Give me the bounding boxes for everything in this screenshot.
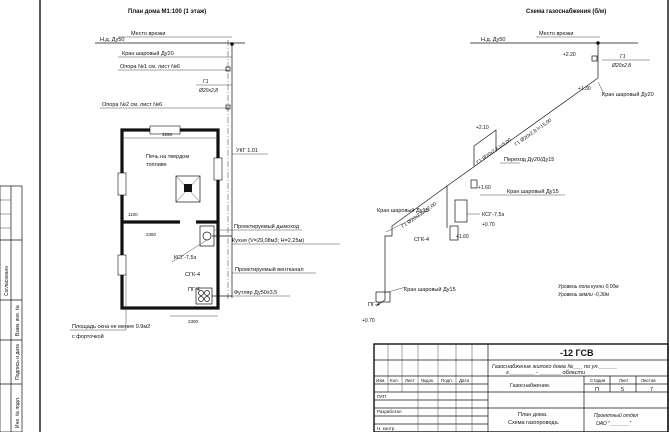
- scheme-elev-130: +1.30: [578, 86, 591, 92]
- stove-flue: [184, 184, 192, 192]
- tb-project: Газоснабжение жилого дома №___ по ул.___…: [492, 364, 617, 370]
- stove-label1: Печь на твердом: [146, 154, 189, 160]
- plan-window-note1: Площадь окна не менее 0.9м2: [72, 324, 150, 330]
- window-left: [117, 172, 127, 196]
- scheme-gas-main: Н.д. Ду50: [481, 37, 505, 43]
- scheme-ground-level: Уровень земли -0,30м: [558, 292, 610, 298]
- scheme-title: Схема газоснабжения (б/м): [526, 8, 606, 15]
- plan-support2: Опора №2 см. лист №6: [102, 102, 162, 108]
- scheme-cut-point: Место врезки: [539, 31, 573, 37]
- tb-stage: П: [595, 387, 599, 393]
- side-agreed: Согласовано: [4, 266, 10, 296]
- tb-sheets-label: Листов: [641, 378, 656, 383]
- plan-support1-mark: [225, 66, 231, 72]
- tb-gip: ГИП: [377, 394, 386, 399]
- scheme-sgk-unit: [449, 225, 459, 241]
- plan-gas-main-label: Н.д. Ду50: [100, 37, 124, 43]
- scheme-elev-220: +2.20: [563, 52, 576, 58]
- tb-col-izm: Изм.: [376, 378, 386, 383]
- plan-title: План дома М1:100 (1 этаж): [128, 9, 206, 15]
- dim-mid: 2350: [146, 232, 157, 237]
- plan-kcg: КСГ-7,5з: [174, 255, 197, 261]
- tb-col-sign: Подп.: [441, 378, 453, 383]
- house-plan: План дома М1:100 (1 этаж) Н.д. Ду50 Мест…: [70, 9, 340, 340]
- side-inv-orig: Инв. № подл.: [15, 397, 21, 428]
- scheme-pipe-size: Ø20х2,8: [611, 63, 631, 69]
- plan-cut-point-marker: [230, 42, 234, 46]
- plan-kitchen: Кухня (V=29,08м3; H=2,25м): [232, 238, 304, 244]
- scheme-pipe-long: Г1 Ø20х2,8 l=15,00: [514, 118, 553, 148]
- scheme-valve15-d: Кран шаровый Ду15: [404, 286, 456, 293]
- tb-sheet-name1: План дома.: [518, 412, 548, 418]
- tb-col-doc: №док.: [421, 378, 434, 383]
- scheme-transition: Переход Ду20/Ду15: [504, 157, 554, 163]
- scheme-valve15-c-left: Кран шаровый Ду15: [377, 207, 429, 214]
- tb-project2: г.________ - _______ области: [506, 370, 585, 376]
- scheme-sgk: СГК-4: [414, 237, 429, 243]
- scheme-pg: ПГ-4: [368, 302, 380, 308]
- dim-top: 3250: [162, 132, 173, 137]
- scheme-valve-top: [591, 55, 598, 62]
- plan-sleeve: Футляр Ду50х3,5: [234, 290, 277, 296]
- scheme-main-pipe: [446, 43, 599, 228]
- scheme-elev-210: +2.10: [476, 125, 489, 131]
- stove-label2: топливе: [146, 162, 167, 168]
- plan-window-note2: с форточкой: [72, 333, 104, 340]
- tb-col-kol: Кол.: [390, 378, 399, 383]
- scheme-branch-upper: [473, 129, 497, 166]
- plan-support1: Опора №1 см. лист №6: [120, 64, 180, 70]
- tb-code: -12 ГСВ: [560, 348, 594, 358]
- tb-org1: Проектный отдел: [594, 412, 638, 419]
- scheme-elev-160a: +1.60: [478, 185, 491, 191]
- plan-vent: Проектируемый вентканал: [235, 266, 304, 273]
- tb-sheet-name2: Схема газопровода.: [508, 420, 560, 426]
- tb-section: Газоснабжение.: [510, 383, 551, 389]
- dim-mid2: 1100: [128, 212, 138, 217]
- gas-scheme: Схема газоснабжения (б/м) Н.д. Ду50 Мест…: [362, 8, 654, 324]
- tb-sheet: 5: [621, 387, 624, 393]
- scheme-floor-level: Уровень пола кухни 0,00м: [558, 284, 619, 290]
- window-top: [149, 125, 181, 135]
- tb-org2: ОАО "_______": [596, 421, 631, 427]
- scheme-kcg-unit: [454, 199, 468, 223]
- tb-stage-label: Стадия: [590, 378, 606, 383]
- title-block: -12 ГСВ Газоснабжение жилого дома №___ п…: [373, 343, 669, 433]
- tb-n-control: Н. контр.: [377, 426, 396, 431]
- dim-bottom: 2300: [188, 319, 199, 324]
- plan-cut-point: Место врезки: [131, 31, 165, 37]
- plan-pipe-g1: Г1: [203, 79, 209, 85]
- plan-pipe-size: Ø20х2,8: [198, 88, 218, 94]
- plan-chimney: Проектируемый дымоход: [234, 223, 300, 230]
- scheme-elev-160b: +1.60: [456, 234, 469, 240]
- scheme-elev-070: +0.70: [482, 222, 495, 228]
- stove: [175, 175, 201, 203]
- scheme-valve15-b: Кран шаровый Ду15: [507, 188, 559, 195]
- window-right: [213, 157, 223, 181]
- plan-sgk: СГК-4: [185, 272, 200, 278]
- window-kitchen: [117, 254, 127, 276]
- scheme-branch-left: [375, 185, 448, 307]
- scheme-valve15-a: [470, 179, 478, 189]
- plan-valve: Кран шаровый Ду20: [122, 50, 174, 57]
- scheme-valve-top-label: Кран шаровый Ду20: [602, 91, 654, 98]
- tb-col-list: Лист: [405, 378, 415, 383]
- plan-ukg: УКГ 1.01: [236, 148, 258, 154]
- scheme-elev-070b: +0.70: [362, 318, 375, 324]
- tb-sheet-label: Лист: [619, 378, 629, 383]
- scheme-kcg: КСГ-7,5з: [482, 212, 505, 218]
- side-sign-date: Подпись и дата: [15, 344, 21, 380]
- tb-col-date: Дата: [459, 378, 469, 383]
- plan-pg: ПГ-4: [188, 287, 200, 293]
- side-inv-replace: Взам. инв. №: [15, 305, 21, 336]
- scheme-pipe-g1: Г1: [620, 54, 626, 60]
- scheme-pg-unit: [375, 291, 391, 303]
- tb-developed: Разработал: [377, 409, 402, 414]
- tb-sheets: 7: [650, 387, 653, 393]
- plan-support2-mark: [225, 104, 231, 110]
- side-stamp: Согласовано Взам. инв. № Подпись и дата …: [0, 185, 23, 433]
